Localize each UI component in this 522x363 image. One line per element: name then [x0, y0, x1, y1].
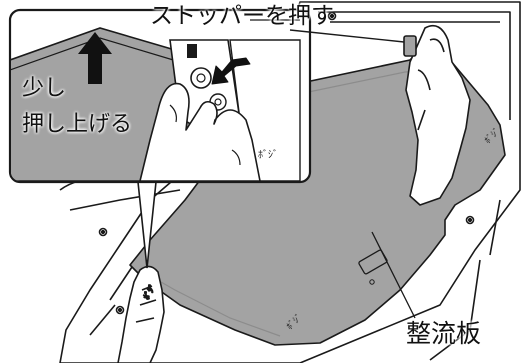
right-glove-hand: [403, 24, 471, 206]
press-arrow: [211, 57, 251, 85]
left-glove-hand: ﾎﾞｼﾞ: [117, 265, 165, 363]
svg-text:ﾎﾞｼﾞ: ﾎﾞｼﾞ: [258, 149, 278, 161]
callout-leader: [289, 29, 405, 43]
callout-box: ﾎﾞｼﾞ: [8, 8, 312, 184]
part-leader-line: [371, 231, 416, 319]
stopper-press-label: ストッパーを押す: [150, 3, 334, 29]
rectifier-panel: ﾎﾞｼﾞ ﾎﾞｼﾞ: [129, 44, 506, 346]
lift-up-arrow: [78, 32, 112, 84]
rectifier-panel-label: 整流板: [406, 319, 482, 348]
lift-label-line1: 少し: [22, 76, 67, 101]
lift-label-line2: 押し上げる: [22, 112, 133, 137]
